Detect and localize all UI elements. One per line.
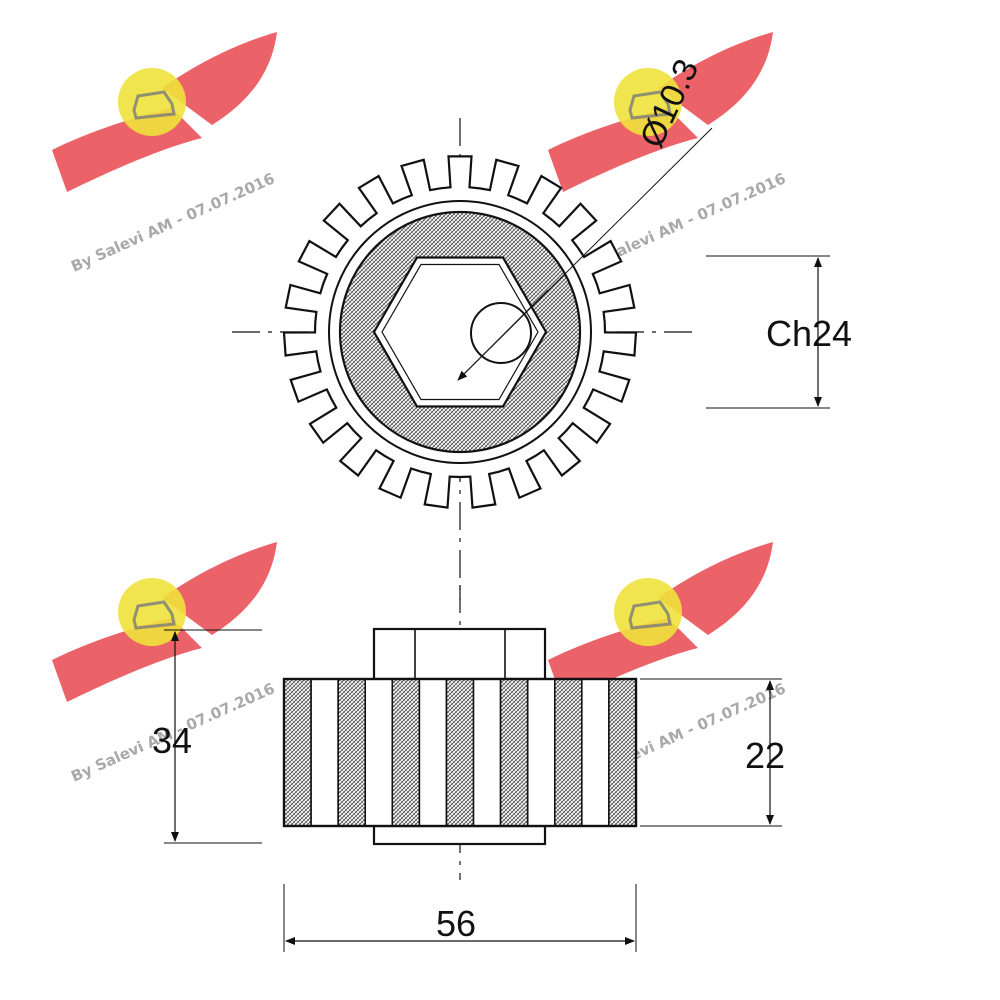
gear-tooth-gap (580, 678, 610, 827)
gear-teeth-side (283, 678, 637, 827)
logo-wing-icon (162, 542, 277, 635)
bore-hole (470, 302, 532, 364)
logo-badge-icon (118, 68, 186, 136)
watermark-credit: By Salevi AM - 07.07.2016 (68, 169, 277, 275)
top-view: Ø10.3 Ch24 (232, 53, 852, 600)
gear-height-label: 22 (745, 735, 785, 776)
gear-tooth-face (445, 678, 475, 827)
hex-nut-chamfer (381, 263, 539, 401)
gear-tooth-gap (364, 678, 394, 827)
hub-bottom (372, 824, 547, 846)
logo-badge-icon (118, 578, 186, 646)
logo-wing-icon (658, 32, 773, 125)
outer-width-label: 56 (436, 903, 476, 944)
gear-body (282, 677, 638, 828)
watermark-logo (548, 32, 773, 192)
total-height-label: 34 (152, 720, 192, 761)
logo-car-icon (628, 90, 672, 120)
watermark-logo (52, 32, 277, 192)
hex-size-label: Ch24 (766, 313, 852, 354)
hex-nut (372, 256, 548, 408)
gear-tooth-face (283, 678, 312, 827)
logo-badge-icon (614, 578, 682, 646)
gear-tooth-gap (526, 678, 556, 827)
logo-wing-icon (658, 542, 773, 635)
gear-tooth-face (337, 678, 367, 827)
gear-tooth-face (499, 678, 529, 827)
logo-car-icon (628, 600, 672, 630)
logo-car-icon (132, 600, 176, 630)
side-view: 34 22 56 (152, 585, 785, 952)
gear-tooth-gap (418, 678, 448, 827)
watermark-logo (52, 542, 277, 702)
gear-rim (328, 200, 592, 464)
gear-tooth-face (391, 678, 421, 827)
logo-car-icon (132, 90, 176, 120)
gear-tooth-gap (472, 678, 502, 827)
bore-dimension-arrow (457, 289, 549, 381)
hub-top (372, 627, 547, 681)
gear-tooth-face (553, 678, 583, 827)
gear-tooth-face (608, 678, 637, 827)
gear-tooth-gap (310, 678, 340, 827)
logo-wing-icon (162, 32, 277, 125)
